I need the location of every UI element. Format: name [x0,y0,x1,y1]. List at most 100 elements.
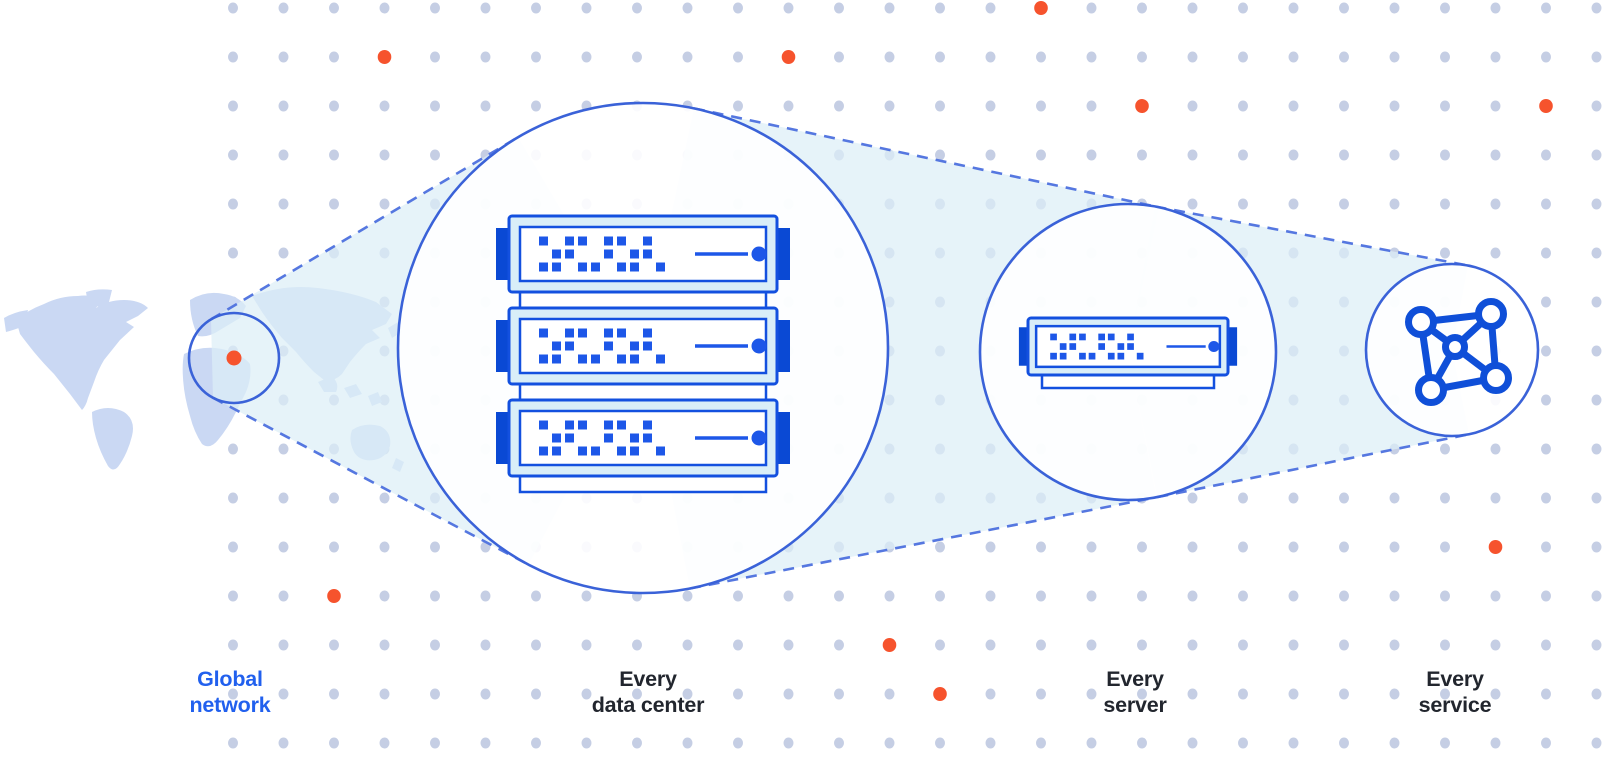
grid-dot [985,639,996,651]
grid-dot [935,541,945,553]
led-square [591,354,600,364]
grid-dot [1490,149,1501,161]
grid-dot [935,590,945,602]
grid-dot [329,198,339,210]
grid-dot [682,688,693,700]
server-mount-ear [775,412,790,464]
grid-dot [379,198,390,210]
led-square [643,328,652,338]
dashed-tangent-line [693,107,1160,209]
grid-dot [783,2,794,14]
grid-dot [1036,541,1046,553]
grid-dot [682,590,693,602]
grid-dot [1389,198,1400,210]
led-square [604,341,613,351]
grid-dot [733,2,743,14]
led-square [1069,343,1077,350]
grid-dot [1036,688,1046,700]
grid-dot [1591,296,1602,308]
grid-dot [884,2,895,14]
led-square [539,328,548,338]
led-square [617,354,626,364]
grid-dot [1187,198,1198,210]
grid-dot [329,492,339,504]
grid-dot [1086,688,1097,700]
grid-dot [278,198,289,210]
led-square [1136,352,1144,360]
grid-dot [581,639,592,651]
grid-dot [834,2,844,14]
grid-dot [1339,51,1349,63]
led-square [1127,343,1134,350]
grid-dot [1440,737,1450,749]
grid-dot [682,639,693,651]
grid-dot [1541,247,1551,259]
grid-dot [1440,2,1450,14]
grid-dot [1591,737,1602,749]
grid-dot [1541,590,1551,602]
grid-dot [1238,149,1248,161]
grid-dot [228,247,238,259]
grid-dot [430,639,440,651]
mesh-node [1480,362,1512,394]
led-square [643,420,652,430]
grid-dot [1036,737,1046,749]
grid-dot [834,590,844,602]
grid-dot [1238,688,1248,700]
grid-dot [1591,688,1602,700]
led-square [617,328,626,338]
grid-dot [1036,149,1046,161]
grid-dot [1238,639,1248,651]
grid-dot [278,541,289,553]
grid-dot [379,149,390,161]
grid-dot [935,2,945,14]
grid-dot [1086,737,1097,749]
grid-dot [733,688,743,700]
grid-dot [783,688,794,700]
led-square [1059,343,1067,350]
grid-dot [1591,198,1602,210]
led-square [1069,333,1077,341]
led-square [630,433,639,443]
grid-dot [228,198,238,210]
grid-dot [1086,639,1097,651]
grid-dot [1339,2,1349,14]
led-square [591,446,600,456]
grid-dot [1187,2,1198,14]
grid-dot [985,100,996,112]
grid-dot [1339,590,1349,602]
grid-dot [480,51,491,63]
grid-dot [733,639,743,651]
led-square [552,262,561,272]
grid-dot [329,639,339,651]
grid-dot [379,100,390,112]
grid-dot [1490,247,1501,259]
grid-dot [228,541,238,553]
grid-dot [1440,590,1450,602]
led-square [630,262,639,272]
grid-dot [1238,492,1248,504]
stage-label-every-server: Every server [1103,667,1167,717]
grid-dot [1288,737,1299,749]
grid-dot [531,51,541,63]
server-mount-ear [496,320,511,372]
grid-dot [1288,149,1299,161]
grid-dot [581,2,592,14]
grid-dot [1591,590,1602,602]
led-square [578,420,587,430]
accent-orange-dot [1488,540,1503,554]
grid-dot [1238,590,1248,602]
led-square [643,249,652,259]
power-led-dot [751,246,767,262]
grid-dot [278,51,289,63]
grid-dot [379,541,390,553]
grid-dot [1440,198,1450,210]
led-square [643,341,652,351]
grid-dot [1339,149,1349,161]
grid-dot [1541,51,1551,63]
grid-dot [985,51,996,63]
mesh-network-icon [1405,298,1512,406]
grid-dot [329,51,339,63]
grid-dot [1288,2,1299,14]
